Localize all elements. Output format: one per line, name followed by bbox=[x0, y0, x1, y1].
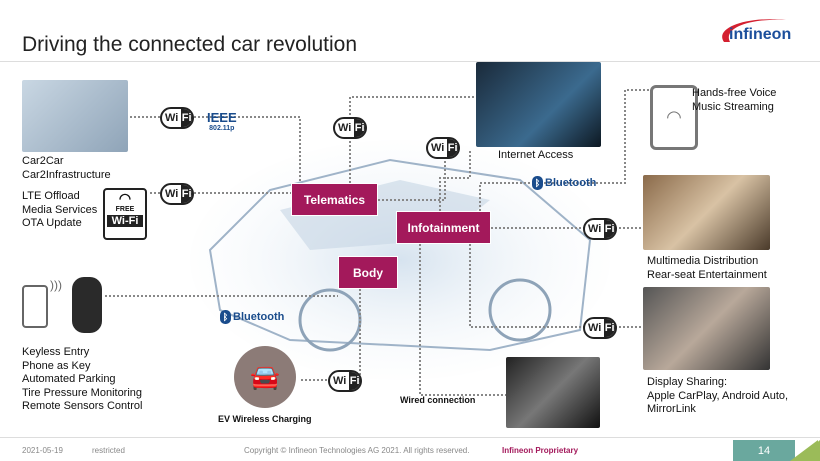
internet-access-image bbox=[476, 62, 601, 147]
car2car-image bbox=[22, 80, 128, 152]
telematics-box: Telematics bbox=[291, 183, 378, 216]
rear-seat-image bbox=[643, 175, 770, 250]
internet-label: Internet Access bbox=[498, 149, 574, 161]
wired-image bbox=[506, 357, 600, 428]
footer-classification: restricted bbox=[92, 446, 125, 455]
display-sharing-label: Display Sharing:Apple CarPlay, Android A… bbox=[647, 376, 789, 415]
signal-icon: ))) bbox=[50, 278, 62, 292]
footer-copyright: Copyright © Infineon Technologies AG 202… bbox=[244, 446, 470, 455]
tablet-image bbox=[643, 287, 770, 370]
bluetooth-icon: ᛒ bbox=[220, 310, 231, 324]
bluetooth-icon: ᛒ bbox=[532, 176, 543, 190]
ev-label: EV Wireless Charging bbox=[218, 414, 312, 424]
infineon-logo: infineon bbox=[722, 19, 791, 43]
infotainment-box: Infotainment bbox=[396, 211, 491, 244]
wired-label: Wired connection bbox=[400, 395, 476, 405]
phone-icon bbox=[22, 285, 48, 328]
footer-divider bbox=[0, 437, 820, 438]
body-box: Body bbox=[338, 256, 398, 289]
svg-text:infineon: infineon bbox=[729, 26, 791, 43]
page-number: 14 bbox=[733, 440, 795, 461]
footer-date: 2021-05-19 bbox=[22, 446, 63, 455]
key-fob-icon bbox=[72, 277, 102, 333]
page-title: Driving the connected car revolution bbox=[22, 33, 358, 56]
ev-charging-icon: 🚘 bbox=[234, 346, 296, 408]
footer-proprietary: Infineon Proprietary bbox=[502, 446, 579, 455]
divider bbox=[0, 61, 820, 62]
smartphone-icon: ◠ bbox=[650, 85, 698, 150]
free-wifi-icon: ◠ FREE Wi-Fi bbox=[103, 188, 147, 240]
